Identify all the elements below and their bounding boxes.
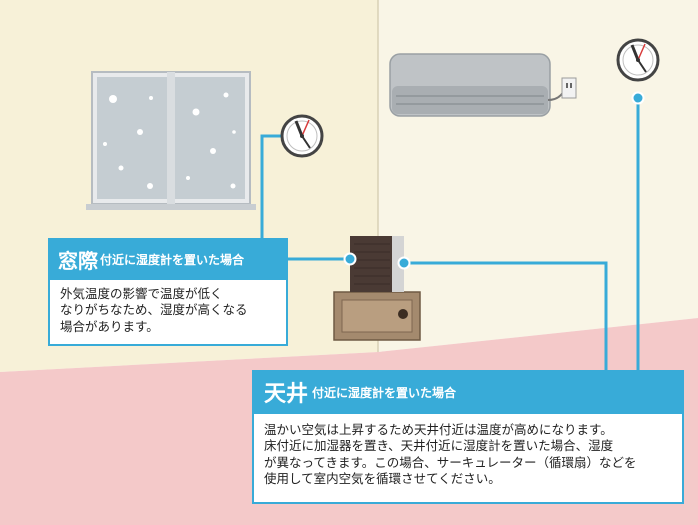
ceiling-callout-line: 温かい空気は上昇するため天井付近は温度が高めになります。 [264, 422, 613, 437]
window-callout-line: なりがちなため、湿度が高くなる [60, 302, 248, 318]
ceiling-callout-line: 床付近に加湿器を置き、天井付近に湿度計を置いた場合、湿度 [264, 438, 614, 454]
hygrometer-icon [280, 114, 324, 158]
window-callout-body: 外気温度の影響で温度が低く なりがちなため、湿度が高くなる 場合があります。 [48, 280, 288, 346]
window-callout-title-sub: 付近に湿度計を置いた場合 [100, 252, 245, 267]
window-callout-line: 場合があります。 [60, 318, 159, 334]
ceiling-callout-title-main: 天井 [264, 382, 309, 407]
window-callout-title-main: 窓際 [58, 248, 98, 273]
ceiling-callout-line: 使用して室内空気を循環させてください。 [264, 470, 501, 486]
hygrometer-icon [616, 38, 660, 82]
ceiling-callout-body: 温かい空気は上昇するため天井付近は温度が高めになります。 床付近に加湿器を置き、… [252, 414, 684, 504]
ceiling-callout-line: が異なってきます。この場合、サーキュレーター（循環扇）などを [264, 454, 637, 470]
wall-outlet-icon [561, 77, 577, 99]
window-callout-line: 外気温度の影響で温度が低く [60, 286, 223, 301]
window-callout-title: 窓際 付近に湿度計を置いた場合 [48, 238, 288, 280]
ceiling-callout-title-sub: 付近に湿度計を置いた場合 [312, 385, 457, 400]
humidifier-icon [333, 236, 421, 341]
window-icon [86, 71, 256, 210]
ceiling-callout-title: 天井 付近に湿度計を置いた場合 [252, 370, 684, 414]
air-conditioner-icon [389, 53, 567, 117]
